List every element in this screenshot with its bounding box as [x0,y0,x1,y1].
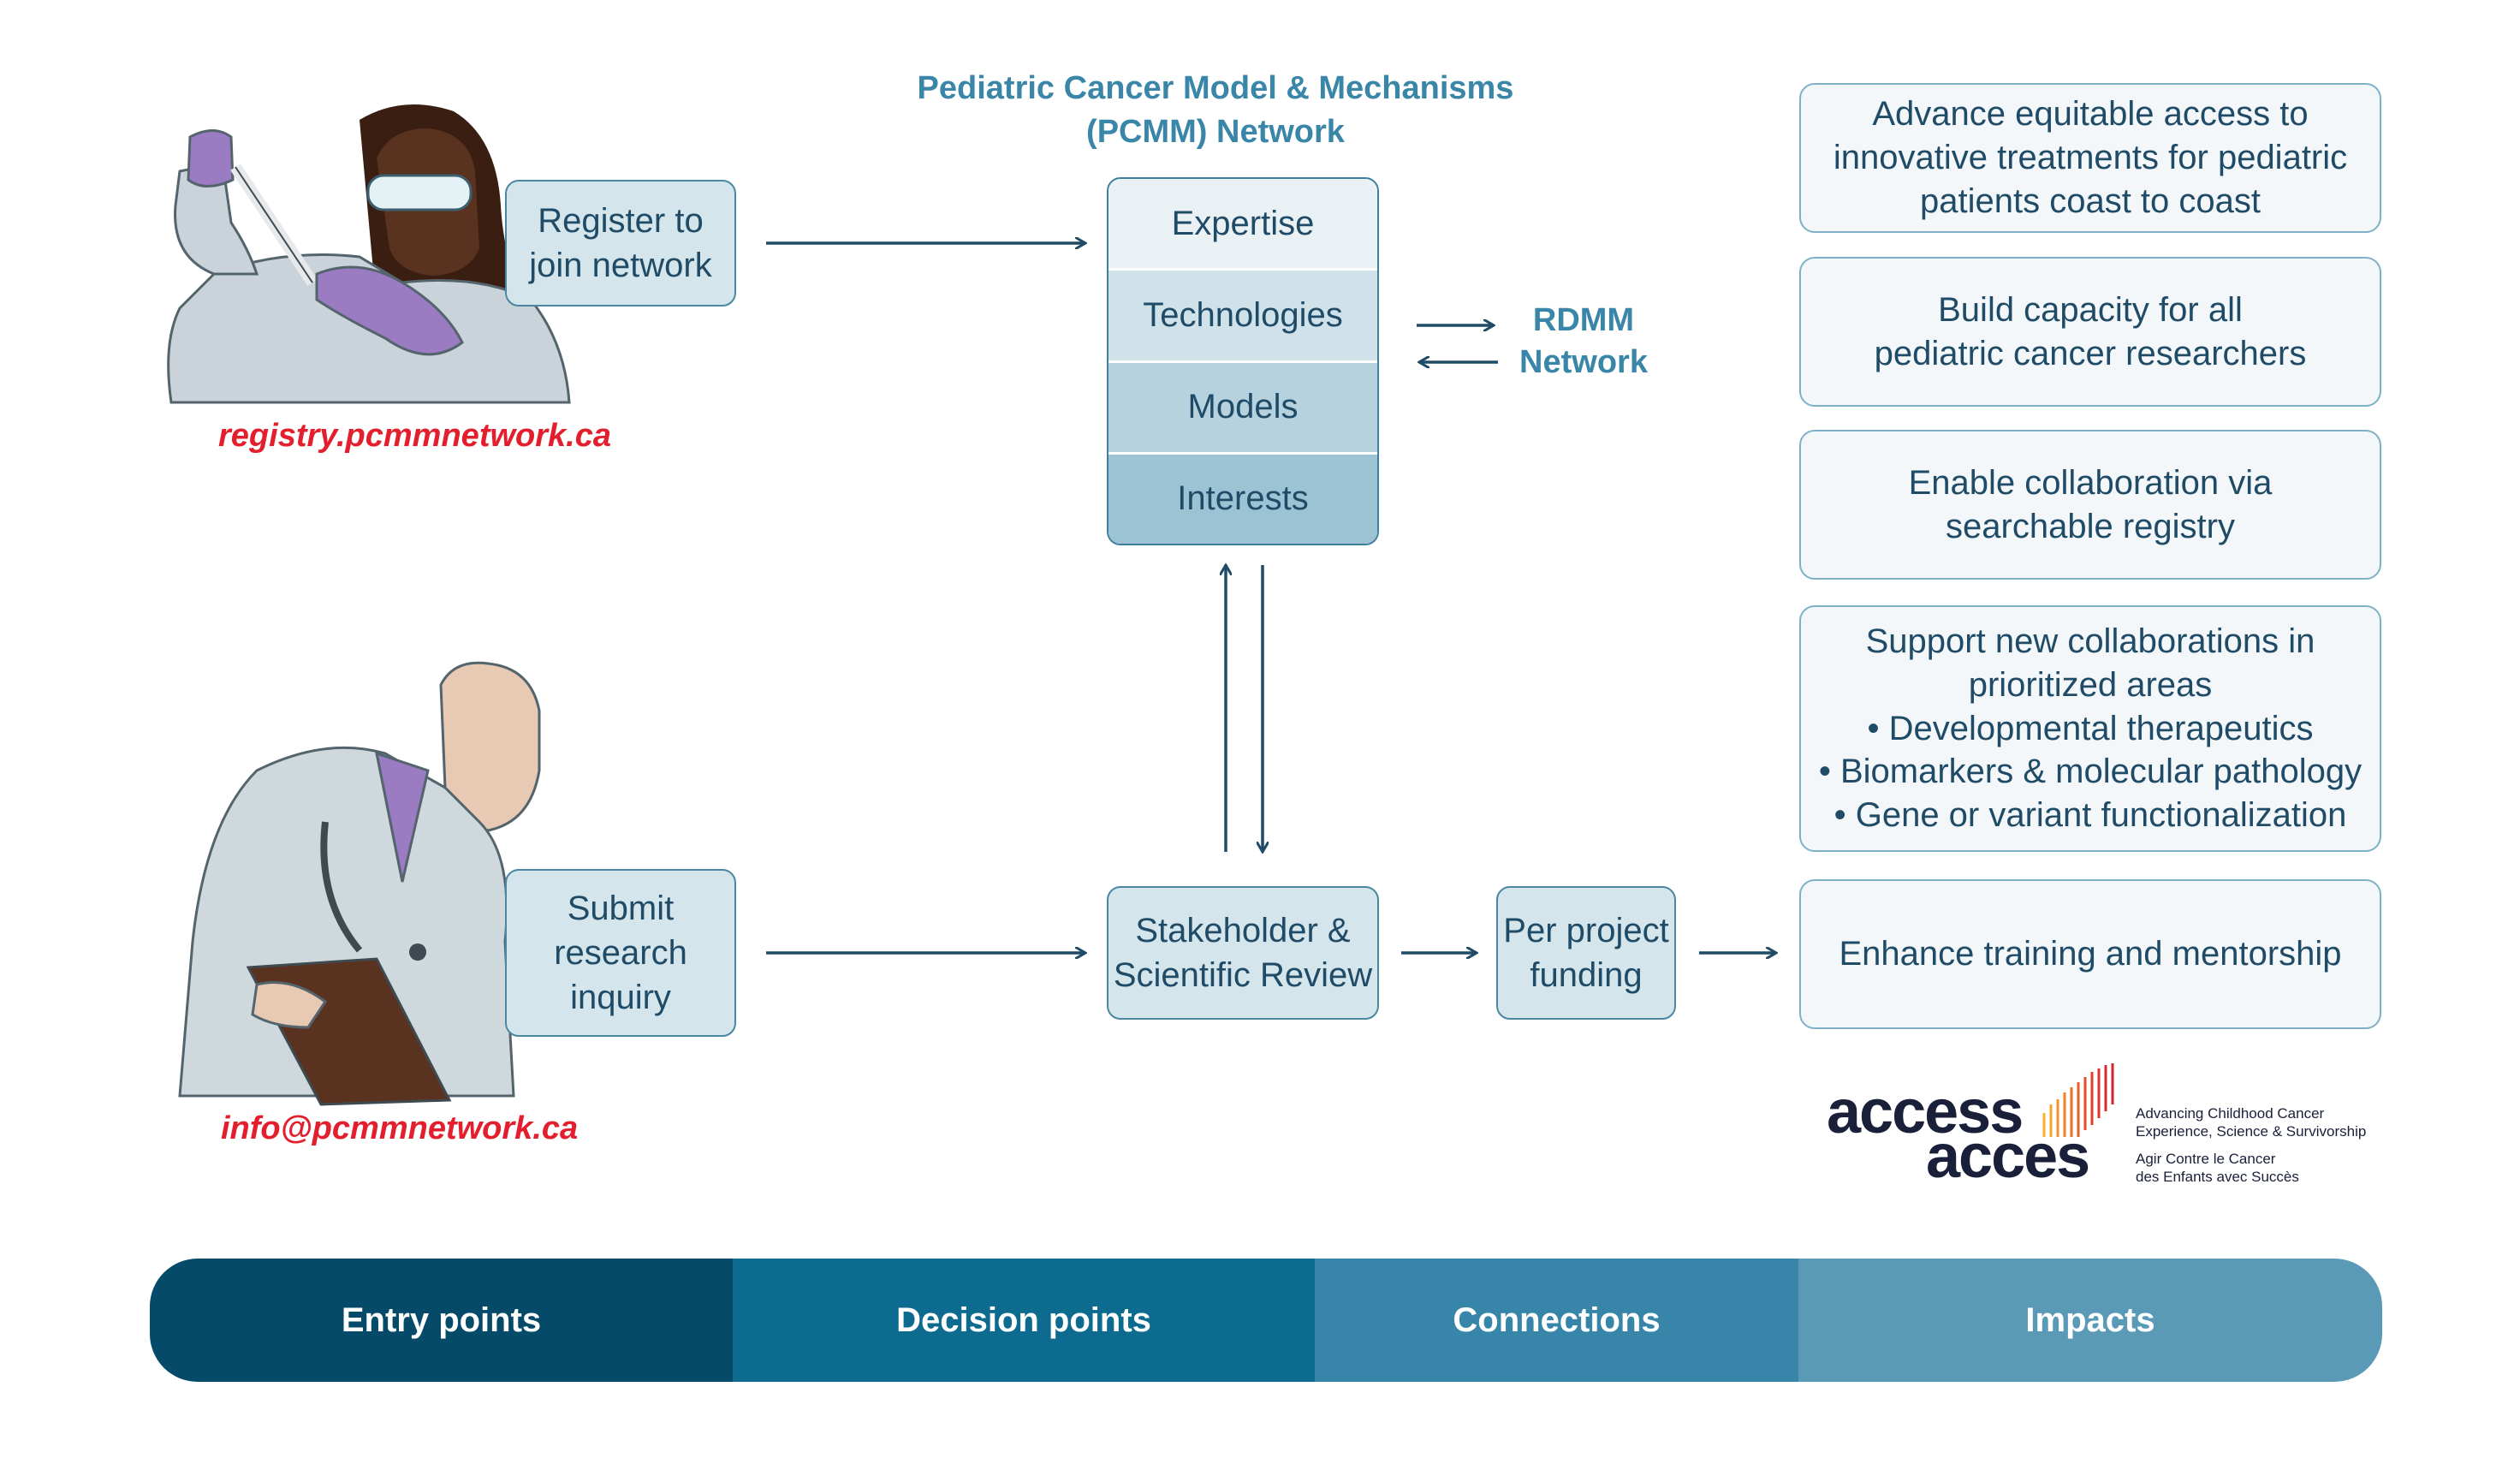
logo-word-access: access [1827,1078,2024,1146]
impact-text: Support new collaborations in prioritize… [1818,622,2362,835]
rdmm-network-label: RDMM Network [1519,302,1648,381]
stack-cell-technologies: Technologies [1108,271,1377,363]
register-label: Register to join network [529,202,712,284]
impact-box-training: Enhance training and mentorship [1799,879,2381,1029]
scientist-illustration [167,104,571,404]
logo-stripes-icon [2042,1063,2114,1137]
stage-impacts: Impacts [1798,1259,2382,1382]
funding-box[interactable]: Per project funding [1496,886,1676,1020]
logo-tagline-fr: Agir Contre le Cancer des Enfants avec S… [2136,1151,2299,1186]
stage-entry-points: Entry points [150,1259,733,1382]
impact-text: Enhance training and mentorship [1839,935,2342,973]
logo-tagline-en: Advancing Childhood Cancer Experience, S… [2136,1105,2367,1140]
review-box[interactable]: Stakeholder & Scientific Review [1107,886,1379,1020]
register-box[interactable]: Register to join network [505,180,736,307]
diagram-title: Pediatric Cancer Model & Mechanisms (PCM… [917,70,1514,150]
impact-box-build-capacity: Build capacity for all pediatric cancer … [1799,257,2381,407]
stage-connections: Connections [1315,1259,1798,1382]
logo-word-acces: acces [1926,1122,2090,1191]
review-label: Stakeholder & Scientific Review [1113,912,1373,994]
stack-cell-interests: Interests [1108,454,1377,544]
stack-cell-expertise: Expertise [1108,179,1377,271]
impact-text: Advance equitable access to innovative t… [1833,95,2348,220]
impact-box-new-collaborations: Support new collaborations in prioritize… [1799,605,2381,852]
impact-box-equitable-access: Advance equitable access to innovative t… [1799,83,2381,233]
inquiry-label: Submit research inquiry [554,890,687,1016]
impact-text: Build capacity for all pediatric cancer … [1874,290,2307,372]
stage-decision-points: Decision points [733,1259,1315,1382]
registry-url-link[interactable]: registry.pcmmnetwork.ca [218,418,611,454]
impact-text: Enable collaboration via searchable regi… [1908,463,2273,545]
doctor-illustration [178,661,541,1106]
network-stack: Expertise Technologies Models Interests [1107,177,1379,545]
stage-bar: Entry points Decision points Connections… [150,1259,2382,1382]
funding-label: Per project funding [1503,912,1669,994]
access-logo: access acces Advancing Childhood Cancer … [1823,1062,2388,1191]
inquiry-box[interactable]: Submit research inquiry [505,869,736,1037]
impact-box-collaboration: Enable collaboration via searchable regi… [1799,430,2381,580]
inquiry-email-link[interactable]: info@pcmmnetwork.ca [221,1110,579,1146]
stack-cell-models: Models [1108,362,1377,455]
